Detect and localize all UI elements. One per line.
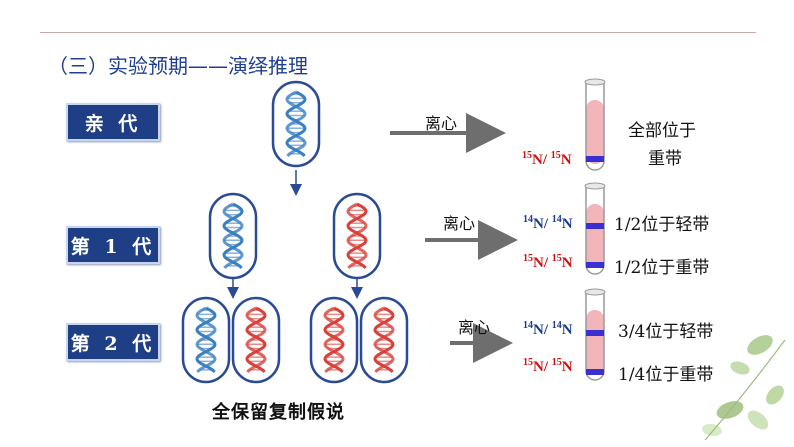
band-0 bbox=[586, 223, 604, 229]
result-gen1-light: 1/2位于轻带 bbox=[614, 215, 710, 235]
cell-gen2-c bbox=[309, 296, 359, 384]
dna-helix bbox=[346, 202, 368, 269]
isotope-label-parent: 15N/ 15N bbox=[522, 150, 572, 168]
tube-parent bbox=[584, 78, 606, 171]
isotope-label-gen2-heavy: 15N/ 15N bbox=[523, 357, 573, 375]
isotope-label-gen2-light: 14N/ 14N bbox=[523, 320, 573, 338]
centrifuge-label-gen1: 离心 bbox=[443, 214, 476, 233]
centrifuge-label-parent: 离心 bbox=[425, 114, 458, 133]
result-gen2-light: 3/4位于轻带 bbox=[618, 322, 714, 342]
dna-helix bbox=[373, 306, 395, 373]
hypothesis-caption: 全保留复制假说 bbox=[212, 402, 345, 423]
generation-label-second: 第 2 代 bbox=[66, 323, 160, 361]
page-title: （三）实验预期——演绎推理 bbox=[48, 54, 308, 78]
dna-helix bbox=[195, 306, 217, 373]
generation-label-parent: 亲 代 bbox=[66, 103, 160, 141]
cell-gen2-a bbox=[181, 296, 231, 384]
dna-helix bbox=[323, 306, 345, 373]
centrifuge-label-gen2: 离心 bbox=[458, 318, 491, 337]
cell-parent bbox=[271, 80, 321, 168]
cell-gen1-right bbox=[332, 192, 382, 280]
tube-gen2 bbox=[584, 288, 606, 381]
top-divider bbox=[40, 32, 756, 33]
leaf-decoration bbox=[702, 335, 786, 441]
band-0 bbox=[586, 156, 604, 162]
tube-gen1 bbox=[584, 182, 606, 275]
result-parent-line2: 重带 bbox=[648, 149, 682, 169]
cell-gen2-d bbox=[359, 296, 409, 384]
result-gen1-heavy: 1/2位于重带 bbox=[614, 258, 710, 278]
band-1 bbox=[586, 369, 604, 375]
dna-helix bbox=[285, 90, 307, 157]
dna-helix bbox=[222, 202, 244, 269]
result-gen2-heavy: 1/4位于重带 bbox=[618, 365, 714, 385]
cell-gen1-left bbox=[208, 192, 258, 280]
generation-label-first: 第 1 代 bbox=[66, 226, 160, 264]
isotope-label-gen1-heavy: 15N/ 15N bbox=[523, 253, 573, 271]
result-parent-line1: 全部位于 bbox=[628, 121, 696, 141]
cell-gen2-b bbox=[231, 296, 281, 384]
band-1 bbox=[586, 262, 604, 268]
isotope-label-gen1-light: 14N/ 14N bbox=[523, 214, 573, 232]
band-0 bbox=[586, 330, 604, 336]
dna-helix bbox=[245, 306, 267, 373]
